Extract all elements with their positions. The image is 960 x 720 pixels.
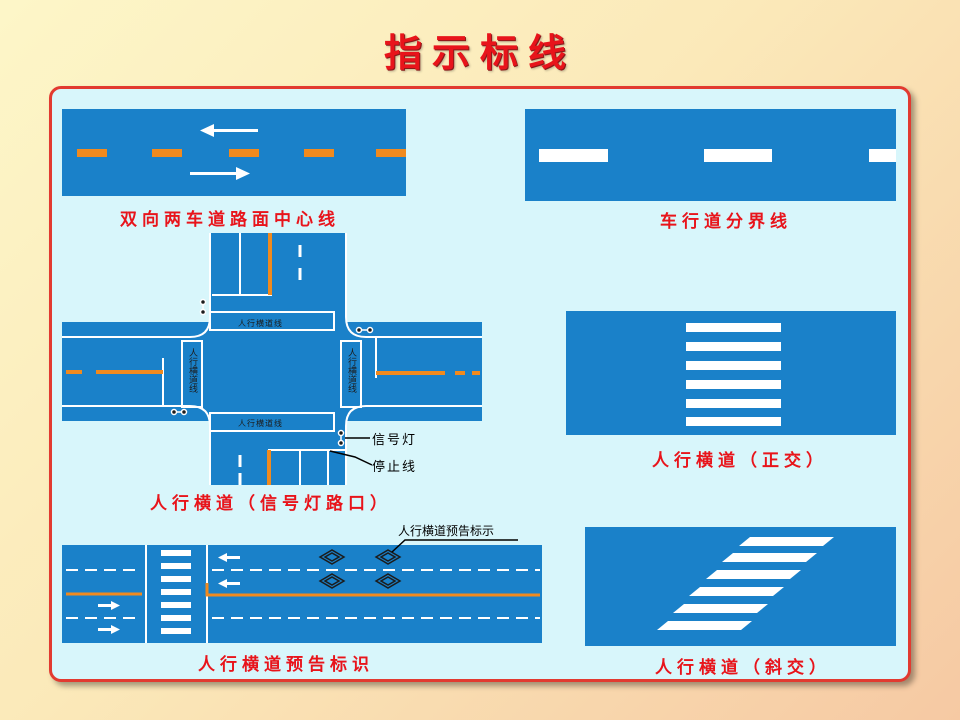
signal-light-icon	[355, 326, 374, 334]
center-line-dashes	[77, 149, 406, 157]
signal-intersection-caption: 人行横道（信号灯路口）	[150, 494, 392, 514]
arrow-right-icon	[98, 601, 120, 610]
diamond-warning-icon	[318, 549, 346, 565]
center-line-road	[62, 109, 406, 196]
arrow-right-icon	[190, 167, 250, 180]
stop-line-callout: 停止线	[372, 459, 417, 475]
crosswalk-warning-caption: 人行横道预告标识	[198, 655, 374, 675]
crosswalk-label-east: 人行横道线	[346, 348, 357, 393]
lane-divider-road	[525, 109, 896, 201]
arrow-left-icon	[218, 553, 240, 562]
diamond-warning-icon	[374, 549, 402, 565]
signal-light-callout: 信号灯	[372, 433, 417, 448]
crosswalk-orthogonal-caption: 人行横道（正交）	[652, 451, 828, 471]
center-line-caption: 双向两车道路面中心线	[120, 210, 340, 230]
crosswalk-oblique-road	[585, 527, 896, 646]
arrow-left-icon	[218, 579, 240, 588]
crosswalk-orthogonal-road	[566, 311, 896, 435]
crosswalk-label-north: 人行横道线	[238, 318, 283, 328]
diamond-warning-icon	[374, 573, 402, 589]
signal-light-icon	[337, 429, 345, 447]
intersection-diagram	[62, 233, 482, 485]
crosswalk-label-west: 人行横道线	[187, 348, 198, 393]
page-title: 指示标线	[383, 31, 576, 75]
arrow-right-icon	[98, 625, 120, 634]
diamond-warning-icon	[318, 573, 346, 589]
signal-light-icon	[170, 408, 188, 416]
warning-marking-callout: 人行横道预告标示	[398, 524, 494, 538]
lane-divider-caption: 车行道分界线	[660, 212, 792, 232]
crosswalk-oblique-caption: 人行横道（斜交）	[655, 658, 831, 678]
crosswalk-warning-road	[62, 539, 542, 643]
signal-light-icon	[199, 298, 207, 316]
crosswalk-label-south: 人行横道线	[238, 418, 283, 428]
arrow-left-icon	[200, 124, 258, 137]
